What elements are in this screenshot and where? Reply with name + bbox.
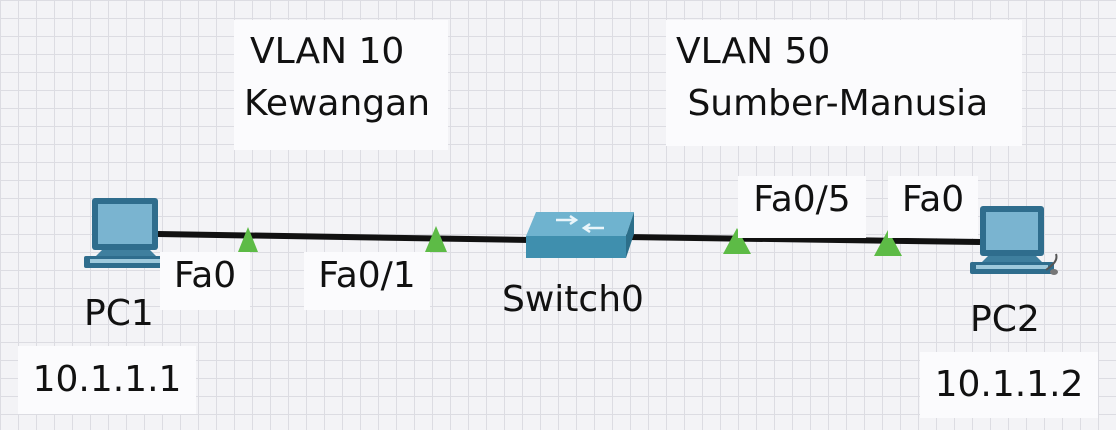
vlan10-title: VLAN 10 [250,31,405,72]
vlan50-note: VLAN 50 Sumber-Manusia [666,20,1022,146]
vlan10-note: VLAN 10 Kewangan [234,20,448,150]
link-up-indicator-pc2 [874,230,902,256]
pc1-name: PC1 [84,293,154,334]
port-label-switch-fa0-5: Fa0/5 [738,176,866,238]
port-label-switch-fa0-1: Fa0/1 [304,252,430,310]
link-pc1-switch0[interactable] [157,231,531,243]
link-up-indicator-pc1 [238,227,258,252]
vlan10-department: Kewangan [244,83,431,124]
vlan50-department: Sumber-Manusia [676,83,989,124]
link-switch0-pc2[interactable] [624,234,981,245]
link-up-indicator-fa0-1 [425,226,447,252]
port-label-pc1-fa0: Fa0 [160,252,250,310]
pc2-name: PC2 [970,299,1040,340]
pc2-ip-address: 10.1.1.2 [920,352,1098,418]
port-label-pc2-fa0: Fa0 [888,176,978,238]
pc1-ip-address: 10.1.1.1 [18,346,196,414]
link-up-indicator-fa0-5 [723,228,751,254]
vlan50-title: VLAN 50 [676,31,831,72]
switch-name: Switch0 [502,279,644,320]
